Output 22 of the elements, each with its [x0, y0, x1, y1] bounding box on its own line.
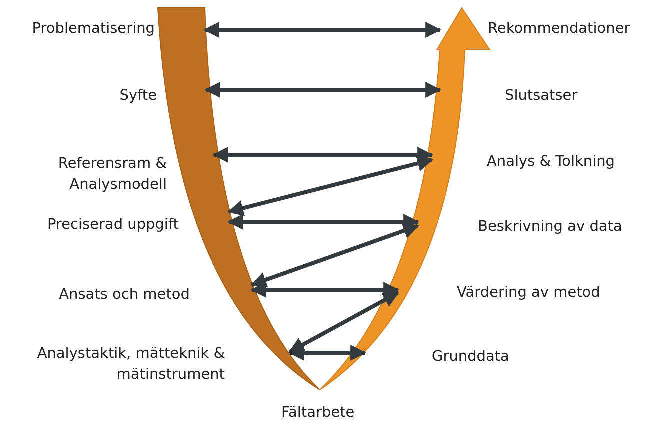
- stage-label: Beskrivning av data: [478, 218, 622, 237]
- stage-label: Ansats och metod: [59, 286, 190, 306]
- stage-label: Syfte: [120, 87, 157, 106]
- double-arrow: [227, 156, 434, 216]
- double-arrow: [250, 223, 420, 288]
- double-arrow: [288, 291, 400, 354]
- stage-label: Rekommendationer: [488, 20, 630, 40]
- stage-label: Värdering av metod: [457, 284, 600, 304]
- stage-label: Fältarbete: [282, 405, 355, 421]
- double-arrow: [250, 282, 400, 298]
- double-arrow: [227, 214, 420, 230]
- double-arrow: [212, 147, 434, 163]
- double-arrow: [288, 345, 367, 361]
- stage-label: Analys & Tolkning: [487, 152, 615, 172]
- stage-label: Referensram & Analysmodell: [57, 154, 167, 195]
- stage-label: Problematisering: [32, 20, 155, 40]
- double-arrow: [204, 82, 442, 98]
- stage-label: Analystaktik, mätteknik & mätinstrument: [36, 344, 225, 385]
- stage-label: Grunddata: [432, 348, 510, 367]
- stage-label: Slutsatser: [505, 87, 578, 106]
- stage-label: Preciserad uppgift: [47, 216, 179, 236]
- double-arrow: [203, 22, 442, 38]
